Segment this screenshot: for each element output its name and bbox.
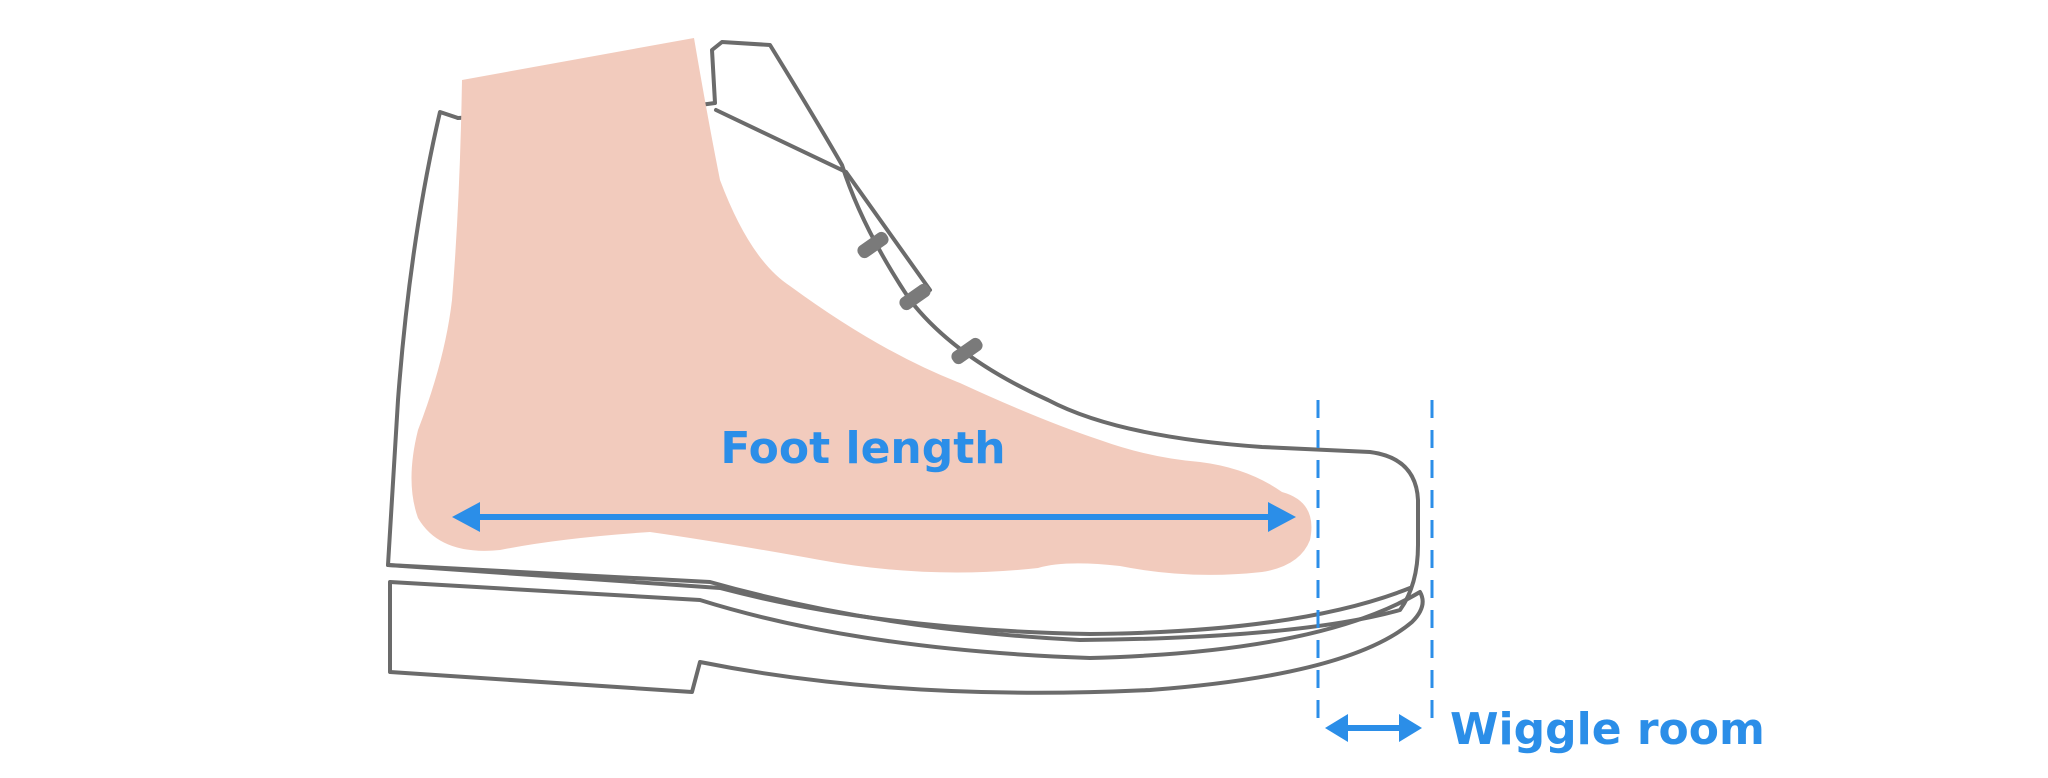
outsole-outline	[388, 580, 1425, 695]
lace-line	[714, 108, 932, 292]
boot-upper-outline	[386, 40, 1420, 642]
wiggle-room-label: Wiggle room	[1450, 704, 1765, 755]
midsole-line	[386, 563, 1412, 637]
eyelet-1	[857, 231, 889, 259]
foot-shape	[411, 38, 1312, 575]
eyelet-3	[951, 337, 983, 365]
eyelet-2	[899, 283, 931, 311]
foot-length-arrow	[452, 502, 1296, 532]
wiggle-room-arrow	[1325, 714, 1422, 742]
foot-length-label: Foot length	[720, 423, 1005, 474]
